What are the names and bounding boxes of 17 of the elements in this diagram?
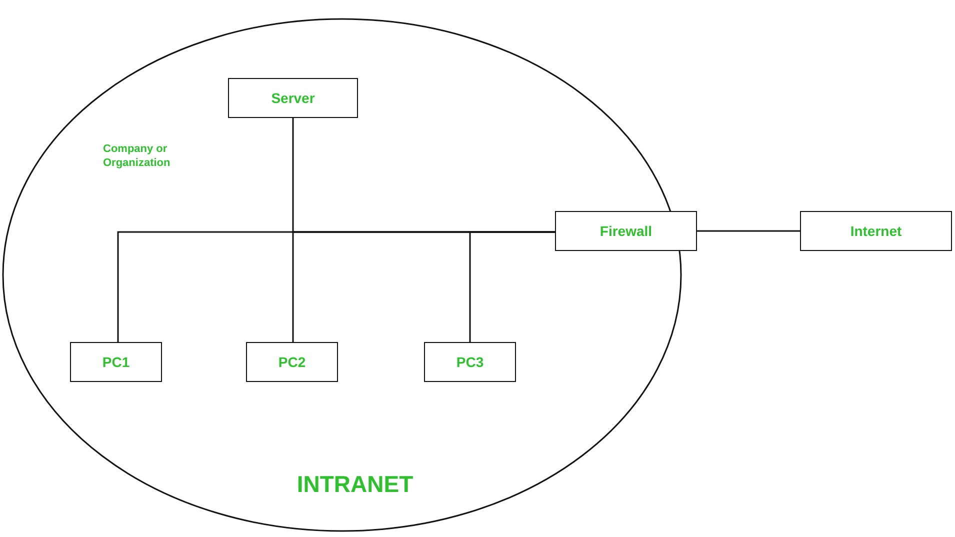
group-label: Company or Organization: [103, 143, 172, 170]
network-title: INTRANET: [296, 470, 414, 499]
device-label: Internet: [850, 223, 902, 239]
device-label: Server: [271, 90, 315, 106]
device-box: [800, 211, 952, 251]
network-link: [469, 231, 555, 342]
device-box: [246, 342, 338, 382]
device-box: [424, 342, 516, 382]
device-label: PC2: [278, 354, 306, 370]
device-box: [555, 211, 697, 251]
network-ellipse: [2, 18, 682, 532]
device-label: PC1: [102, 354, 130, 370]
device-box: [228, 78, 358, 118]
device-label: PC3: [456, 354, 484, 370]
device-label: Firewall: [600, 223, 652, 239]
device-box: [70, 342, 162, 382]
network-link: [697, 230, 800, 232]
